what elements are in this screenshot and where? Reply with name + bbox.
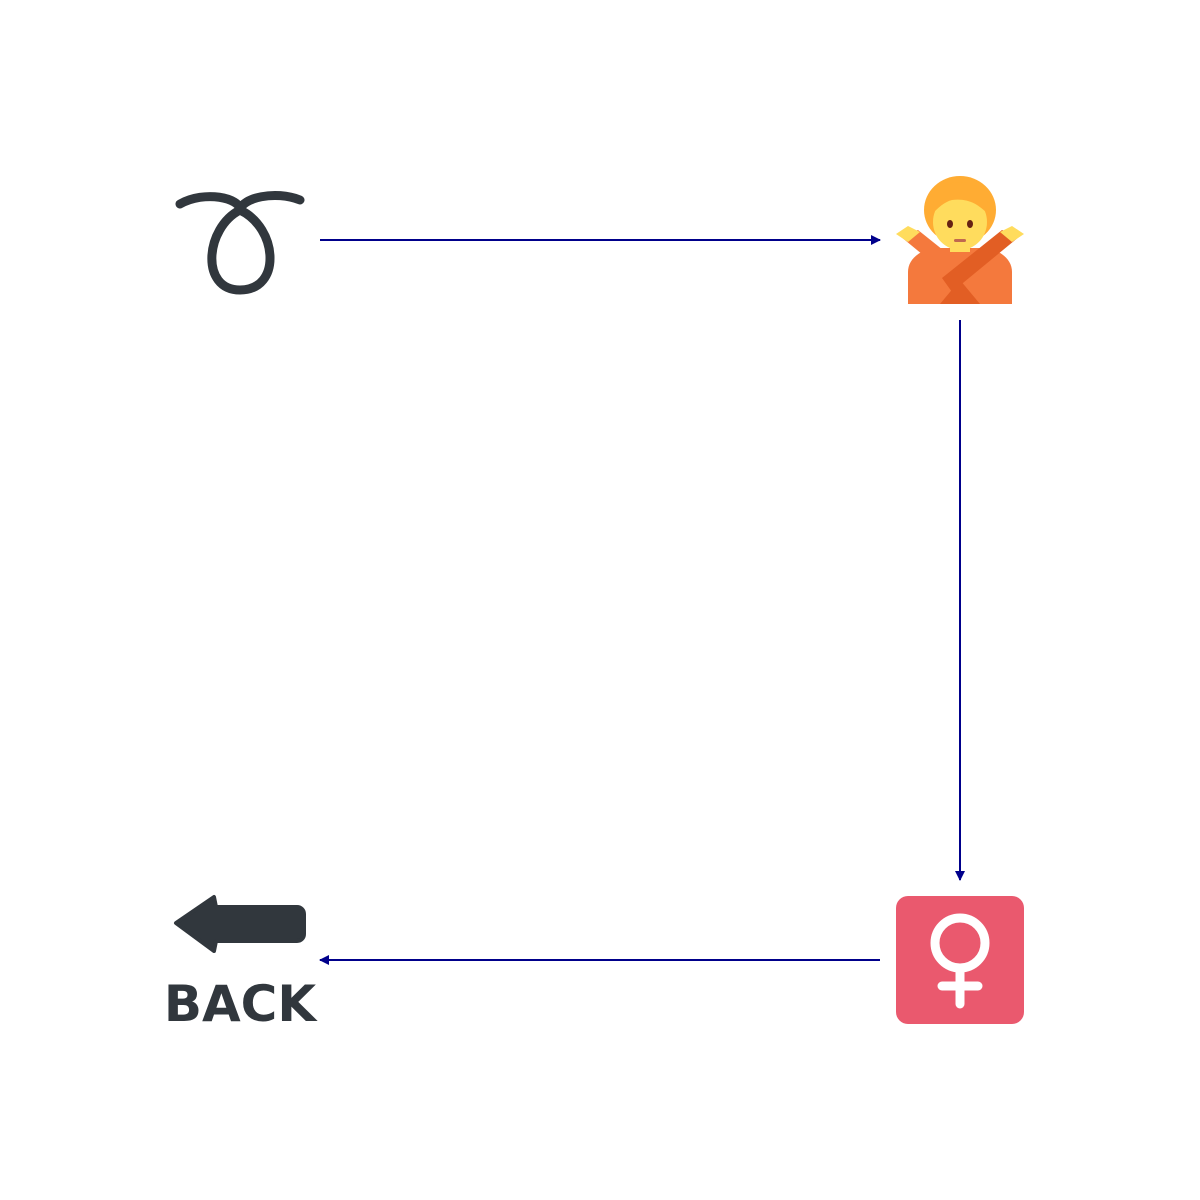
person-gesturing-no-icon [896, 176, 1024, 304]
female-sign-icon [896, 896, 1024, 1024]
curly-loop-icon [175, 190, 305, 295]
back-arrow-icon: BACK [164, 895, 319, 1033]
back-label: BACK [164, 975, 319, 1033]
